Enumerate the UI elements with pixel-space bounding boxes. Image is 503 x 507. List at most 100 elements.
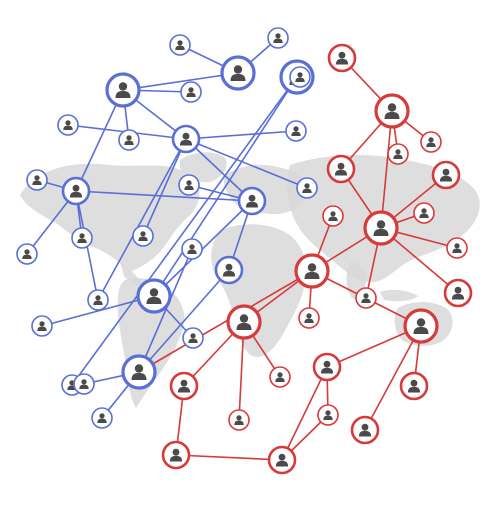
person-icon	[138, 231, 148, 241]
blue-node	[118, 129, 140, 151]
blue-node	[220, 55, 256, 91]
blue-edge	[142, 138, 187, 237]
person-icon	[334, 162, 348, 176]
person-icon	[77, 233, 87, 243]
blue-edge	[75, 89, 124, 192]
blue-node	[214, 255, 244, 285]
red-node	[374, 93, 410, 129]
blue-node	[181, 238, 203, 260]
person-icon	[69, 184, 83, 198]
person-icon	[169, 448, 183, 462]
blue-node	[132, 225, 154, 247]
person-icon	[384, 103, 400, 119]
person-icon	[304, 263, 320, 279]
person-icon	[179, 132, 193, 146]
red-node	[228, 409, 250, 431]
blue-node	[31, 315, 53, 337]
blue-node	[71, 227, 93, 249]
blue-edge	[75, 190, 253, 202]
blue-edge	[185, 138, 253, 202]
red-edge	[175, 454, 283, 461]
person-icon	[32, 175, 42, 185]
blue-edge	[97, 138, 187, 301]
blue-node	[180, 81, 202, 103]
red-node	[326, 154, 356, 184]
blue-node	[267, 27, 289, 49]
blue-node	[121, 354, 157, 390]
blue-node	[105, 72, 141, 108]
person-icon	[37, 321, 47, 331]
red-node	[350, 415, 380, 445]
blue-node	[26, 169, 48, 191]
red-node	[161, 440, 191, 470]
person-icon	[22, 249, 32, 259]
red-node	[443, 278, 473, 308]
person-icon	[245, 194, 259, 208]
person-icon	[93, 295, 103, 305]
red-node	[269, 366, 291, 388]
person-icon	[63, 120, 73, 130]
blue-node	[285, 120, 307, 142]
red-node	[446, 237, 468, 259]
red-edge	[281, 366, 328, 461]
map-indonesia	[380, 289, 418, 302]
person-icon	[273, 33, 283, 43]
blue-edge	[153, 76, 298, 297]
person-icon	[413, 318, 429, 334]
blue-node	[171, 124, 201, 154]
map-africa	[211, 224, 307, 358]
person-icon	[175, 40, 185, 50]
red-node	[431, 160, 461, 190]
blue-node	[182, 327, 204, 349]
blue-edge	[153, 200, 253, 297]
blue-node	[87, 289, 109, 311]
person-icon	[328, 211, 338, 221]
red-node	[317, 404, 339, 426]
red-node	[420, 131, 442, 153]
blue-node	[57, 114, 79, 136]
person-icon	[131, 364, 147, 380]
person-icon	[451, 286, 465, 300]
person-icon	[393, 149, 403, 159]
person-icon	[304, 313, 314, 323]
red-node	[226, 304, 262, 340]
person-icon	[275, 372, 285, 382]
person-icon	[124, 135, 134, 145]
red-node	[169, 371, 199, 401]
person-icon	[222, 263, 236, 277]
blue-edge	[122, 72, 239, 91]
person-icon	[187, 244, 197, 254]
person-icon	[146, 288, 162, 304]
person-icon	[302, 183, 312, 193]
red-node	[312, 352, 342, 382]
person-icon	[177, 379, 191, 393]
red-node	[327, 43, 357, 73]
blue-edge	[185, 130, 297, 140]
red-edge	[380, 110, 393, 229]
blue-node	[73, 373, 95, 395]
blue-node	[16, 243, 38, 265]
person-icon	[234, 415, 244, 425]
person-icon	[407, 379, 421, 393]
blue-edge	[41, 295, 155, 327]
red-node	[298, 307, 320, 329]
blue-edge	[138, 248, 193, 373]
person-icon	[291, 126, 301, 136]
person-icon	[426, 137, 436, 147]
person-icon	[230, 65, 246, 81]
person-icon	[97, 413, 107, 423]
person-icon	[188, 333, 198, 343]
red-edge	[364, 325, 422, 431]
blue-edge	[185, 138, 308, 189]
red-node	[294, 253, 330, 289]
person-icon	[335, 51, 349, 65]
person-icon	[236, 314, 252, 330]
person-icon	[186, 87, 196, 97]
bridge-edge	[138, 270, 313, 373]
network-nodes	[16, 27, 473, 475]
person-icon	[361, 293, 371, 303]
blue-node	[296, 177, 318, 199]
person-icon	[323, 410, 333, 420]
